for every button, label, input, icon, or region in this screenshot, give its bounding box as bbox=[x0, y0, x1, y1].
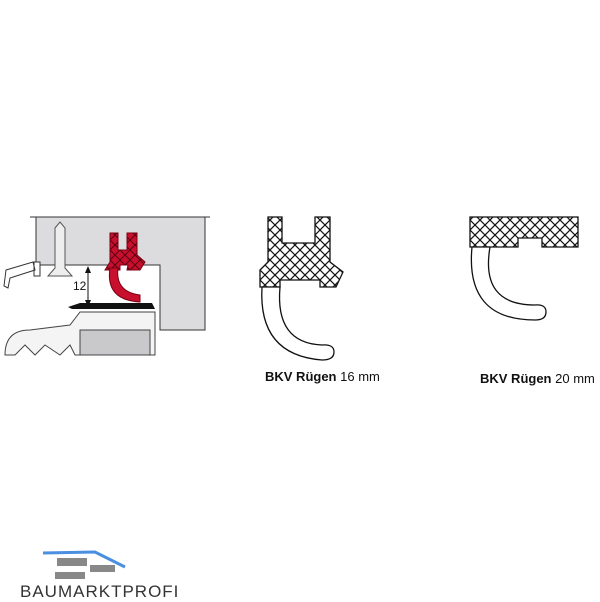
profile-16mm-caption: BKV Rügen 16 mm bbox=[265, 369, 380, 384]
dimension-label: 12 bbox=[73, 279, 87, 293]
baumarktprofi-logo bbox=[42, 550, 126, 579]
installation-section-drawing bbox=[3, 216, 210, 356]
profile-size: 16 mm bbox=[340, 369, 380, 384]
profile-size: 20 mm bbox=[555, 371, 595, 386]
threshold-core bbox=[79, 329, 151, 356]
red-seal bbox=[104, 232, 146, 303]
threshold-seal bbox=[68, 303, 155, 309]
screw bbox=[46, 221, 74, 277]
profile-20mm-caption: BKV Rügen 20 mm bbox=[480, 371, 595, 386]
profile-20mm-drawing bbox=[469, 216, 579, 321]
profile-name: BKV Rügen bbox=[480, 371, 552, 386]
glazing-bead bbox=[3, 261, 41, 289]
profile-16mm-drawing bbox=[259, 216, 344, 361]
profile-name: BKV Rügen bbox=[265, 369, 337, 384]
logo-text: BAUMARKTPROFI bbox=[20, 582, 180, 601]
